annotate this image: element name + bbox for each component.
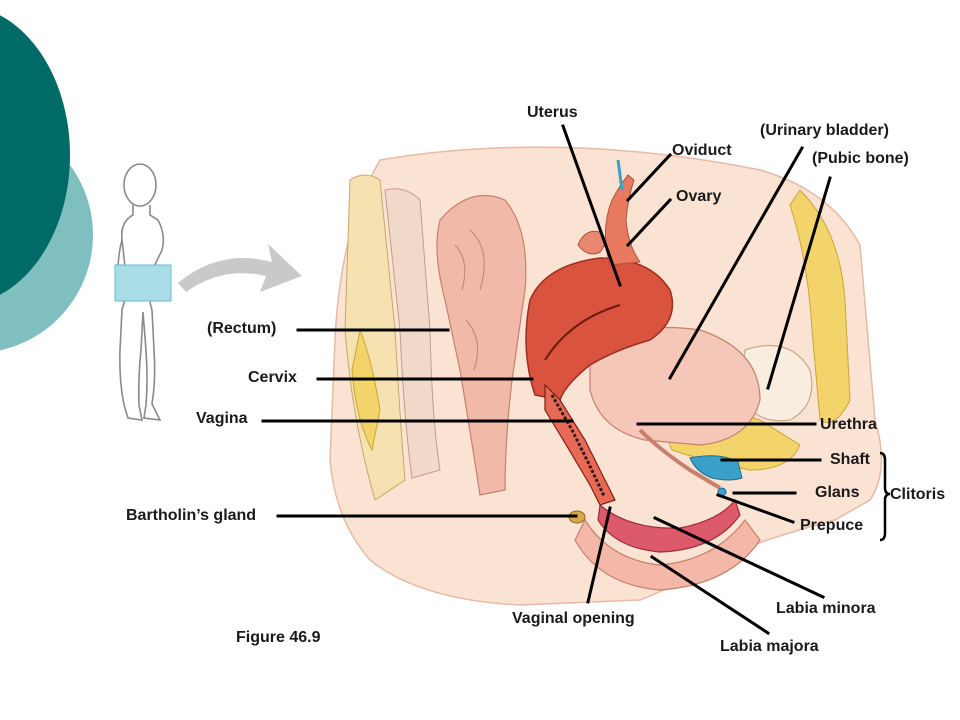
highlight-box (114, 264, 172, 302)
uterus (525, 257, 674, 401)
prepuce-leader (716, 493, 795, 524)
figure-caption: Figure 46.9 (236, 629, 321, 646)
label-shaft: Shaft (830, 451, 870, 468)
label-rectum: (Rectum) (207, 320, 277, 337)
labia-minora-leader (653, 516, 825, 599)
dark-teal-circle (0, 15, 70, 295)
uterus-leader (561, 124, 622, 287)
urethra (638, 428, 722, 490)
pointer-arrow (178, 244, 302, 292)
label-glans: Glans (815, 484, 860, 501)
uterine-cavity (544, 304, 621, 361)
fimbriae (616, 159, 624, 191)
urinary-bladder-leader (667, 145, 805, 381)
vaginal-canal (550, 394, 606, 497)
labia-majora-leader (649, 554, 771, 636)
label-urethra: Urethra (820, 416, 877, 433)
abdominal-fat (789, 189, 851, 423)
label-labia-minora: Labia minora (776, 600, 876, 617)
vaginal-opening-leader (586, 506, 612, 604)
label-urinary-bladder: (Urinary bladder) (760, 122, 889, 139)
labia-majora (574, 518, 761, 591)
oviduct-leader (625, 152, 673, 203)
label-oviduct: Oviduct (672, 142, 732, 159)
clitoris-shaft (689, 455, 743, 481)
labia-minora (597, 498, 741, 553)
label-ovary: Ovary (676, 188, 722, 205)
tailbone-tissue (384, 188, 441, 479)
slide-decoration (0, 15, 93, 351)
label-vaginal-opening: Vaginal opening (512, 610, 635, 627)
label-clitoris: Clitoris (890, 486, 946, 503)
label-pubic-bone: (Pubic bone) (812, 150, 909, 167)
clitoris-bracket (879, 451, 891, 542)
pubic-bone-leader (766, 176, 832, 390)
label-uterus: Uterus (527, 104, 578, 121)
label-labia-majora: Labia majora (720, 638, 819, 655)
label-bartholins-gland: Bartholin’s gland (126, 507, 257, 524)
ovary-leader (625, 197, 673, 248)
label-cervix: Cervix (248, 369, 297, 386)
label-prepuce: Prepuce (800, 517, 864, 534)
rectum-folds (454, 229, 485, 371)
leader-lines (261, 124, 832, 636)
oviduct (604, 174, 641, 266)
label-vagina: Vagina (196, 410, 248, 427)
anatomy-illustration (329, 146, 883, 606)
